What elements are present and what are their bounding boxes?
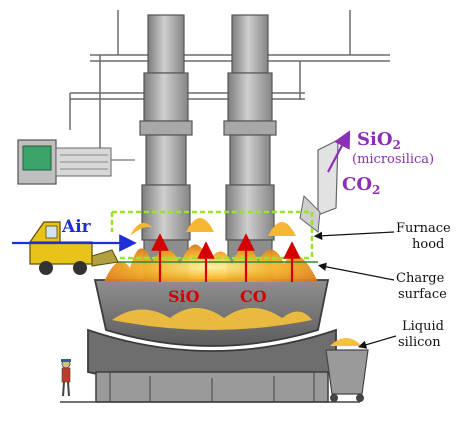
air-label: Air xyxy=(61,217,92,237)
liquid-silicon-label-line2: silicon xyxy=(398,335,441,350)
furnace-hood-label-line2: hood xyxy=(412,237,444,252)
furnace-hood-pointer xyxy=(318,232,394,236)
sio2-label: SiO2 xyxy=(357,129,401,152)
charge-surface-label-line2: surface xyxy=(398,287,447,302)
charge-surface-pointer xyxy=(322,266,394,280)
microsilica-label: (microsilica) xyxy=(352,152,434,167)
co2-label: CO2 xyxy=(342,174,380,197)
monitor-screen-icon xyxy=(23,146,51,170)
co-label: CO xyxy=(240,287,267,306)
exhaust-panel xyxy=(300,140,338,232)
liquid-silicon-label-line1: Liquid xyxy=(402,319,444,334)
liquid-silicon-pointer xyxy=(362,336,396,346)
person-figure xyxy=(61,359,71,396)
control-cabinet xyxy=(18,140,135,184)
furnace-hood-label-line1: Furnace xyxy=(396,221,451,236)
charge-surface-label-line1: Charge xyxy=(396,271,445,286)
furnace-shell xyxy=(60,280,360,402)
sio-label: SiO xyxy=(168,287,200,306)
